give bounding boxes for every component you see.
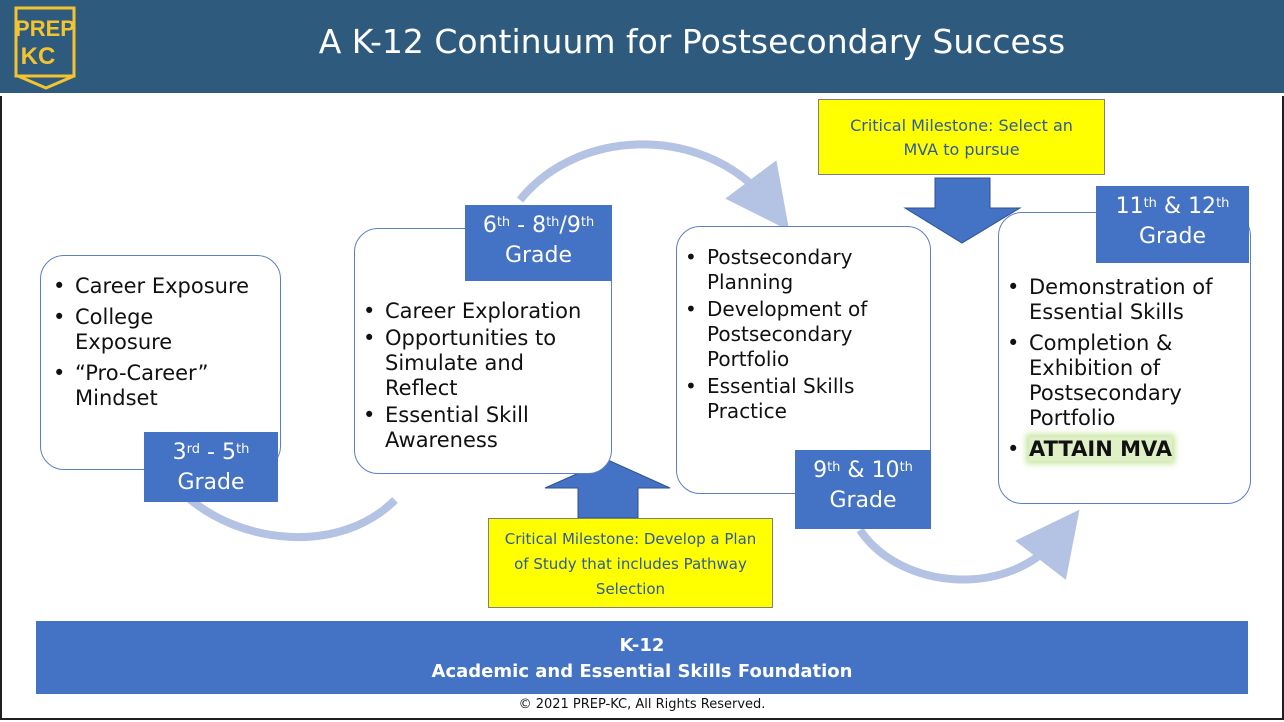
stage1-bullet-3: “Pro-Career” Mindset [49, 361, 235, 411]
stage3-bullet-3: Essential Skills Practice [681, 374, 897, 424]
arrow-curve-3 [856, 509, 1080, 584]
stage4-bullet-3: ATTAIN MVA [1003, 437, 1244, 462]
arrow-curve-2 [516, 140, 790, 231]
stage3-bullet-1: Postsecondary Planning [681, 245, 897, 295]
foundation-line2: Academic and Essential Skills Foundation [431, 661, 853, 682]
copyright-footer: © 2021 PREP-KC, All Rights Reserved. [518, 697, 766, 712]
svg-text:PREP: PREP [15, 16, 75, 41]
foundation-bar: K-12 Academic and Essential Skills Found… [36, 621, 1248, 694]
stage2-bullet-3: Essential Skill Awareness [359, 403, 565, 453]
stage4-bullet-2: Completion & Exhibition of Postsecondary… [1003, 331, 1219, 431]
stage1-bullet-2: College Exposure [49, 305, 205, 355]
title-bar: PREP KC A K-12 Continuum for Postseconda… [0, 0, 1284, 96]
svg-text:KC: KC [21, 43, 56, 70]
stage2-bullet-1: Career Exploration [359, 299, 605, 324]
stage-box-early-high: Postsecondary Planning Development of Po… [676, 226, 931, 494]
up-arrow-icon [544, 459, 671, 519]
stage1-bullet-1: Career Exposure [49, 274, 274, 299]
stage3-bullet-2: Development of Postsecondary Portfolio [681, 297, 917, 372]
milestone-select-mva: Critical Milestone: Select an MVA to pur… [818, 99, 1105, 175]
milestone-plan-of-study: Critical Milestone: Develop a Plan of St… [488, 518, 773, 608]
attain-mva-highlight: ATTAIN MVA [1029, 437, 1173, 461]
arrow-curve-1 [182, 492, 398, 541]
foundation-line1: K-12 [619, 635, 665, 656]
stage4-bullet-1: Demonstration of Essential Skills [1003, 275, 1229, 325]
page-title: A K-12 Continuum for Postsecondary Succe… [318, 22, 1066, 61]
down-arrow-icon [903, 177, 1022, 244]
prep-kc-logo: PREP KC [14, 6, 76, 90]
stage2-bullet-2: Opportunities to Simulate and Reflect [359, 326, 585, 401]
